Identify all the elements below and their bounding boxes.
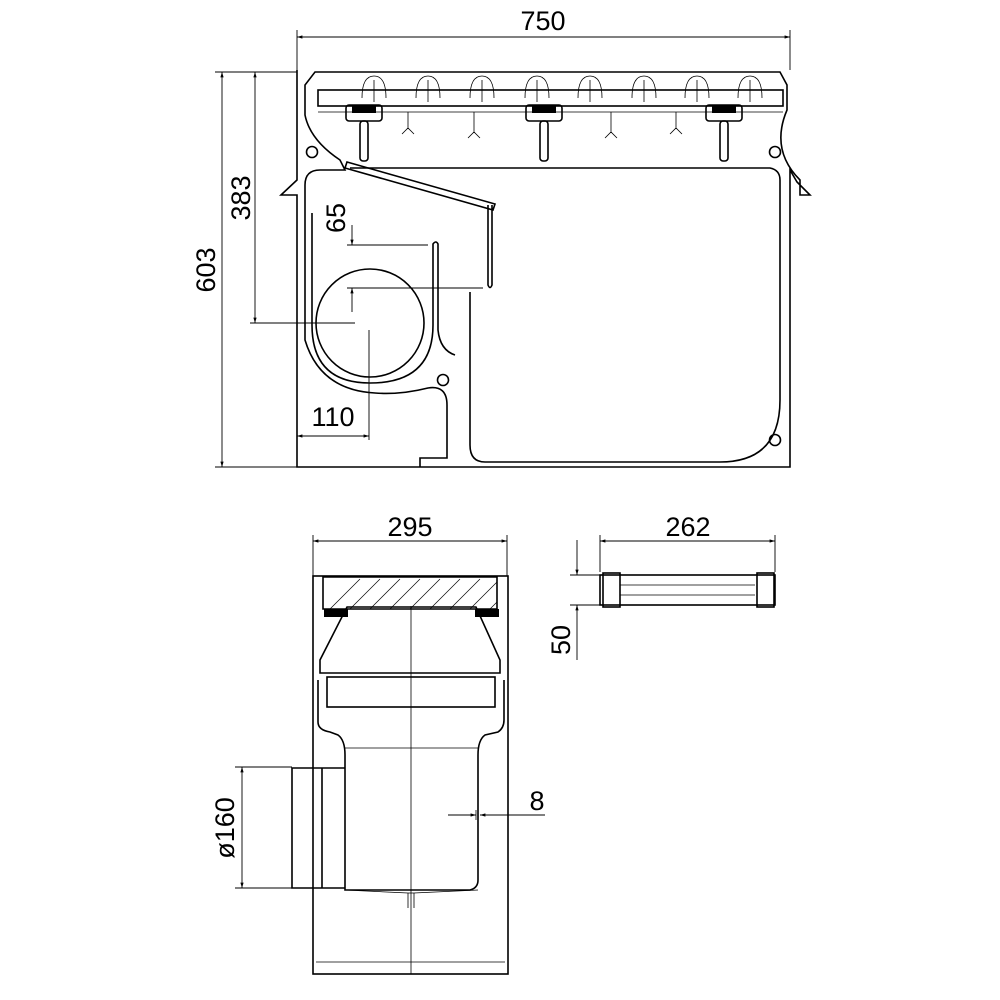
dim-label-outlet-height: 383 bbox=[226, 175, 256, 220]
grate-clips bbox=[361, 75, 763, 102]
dim-label-offset: 65 bbox=[321, 203, 351, 233]
mounting-hole bbox=[436, 373, 450, 387]
dim-295: 295 bbox=[312, 512, 508, 576]
section-view: 295 ø160 8 bbox=[210, 512, 545, 975]
pipe-guide bbox=[311, 213, 456, 384]
grate-view: 262 50 bbox=[546, 512, 776, 660]
side-view-inner-chamber bbox=[350, 167, 781, 463]
mounting-hole bbox=[305, 145, 319, 159]
dim-160: ø160 bbox=[210, 766, 292, 889]
flap bbox=[343, 161, 497, 289]
dim-label-width: 295 bbox=[387, 512, 432, 542]
dim-383: 383 bbox=[226, 72, 355, 324]
side-view-outline bbox=[278, 70, 812, 468]
dim-label-pipe: 110 bbox=[311, 402, 354, 432]
mounting-hole bbox=[768, 145, 782, 159]
dim-65: 65 bbox=[321, 203, 483, 312]
dim-label-inlet-diameter: ø160 bbox=[210, 797, 240, 859]
dim-label-wall: 8 bbox=[529, 786, 544, 816]
dim-label-height: 603 bbox=[191, 247, 221, 292]
mounting-hole bbox=[768, 433, 782, 447]
basket-rim bbox=[326, 676, 496, 708]
inlet-pipe bbox=[291, 767, 345, 889]
grate-frame bbox=[599, 574, 776, 606]
dim-label-grate-height: 50 bbox=[546, 625, 576, 655]
grate-section bbox=[322, 576, 498, 610]
locking-bolts bbox=[345, 104, 743, 162]
section-outline bbox=[312, 575, 509, 975]
dim-label-grate-length: 262 bbox=[665, 512, 710, 542]
funnel-cone bbox=[319, 606, 501, 674]
grate-rail bbox=[317, 89, 784, 107]
dim-603: 603 bbox=[191, 71, 420, 468]
dim-110: 110 bbox=[297, 330, 370, 440]
dim-50: 50 bbox=[546, 540, 600, 660]
dim-262: 262 bbox=[599, 512, 776, 572]
side-view: 750 603 383 65 110 bbox=[191, 6, 812, 468]
dim-label-length: 750 bbox=[520, 6, 565, 36]
dim-750: 750 bbox=[296, 6, 791, 70]
silt-bucket bbox=[317, 680, 505, 891]
dim-8: 8 bbox=[448, 786, 545, 817]
